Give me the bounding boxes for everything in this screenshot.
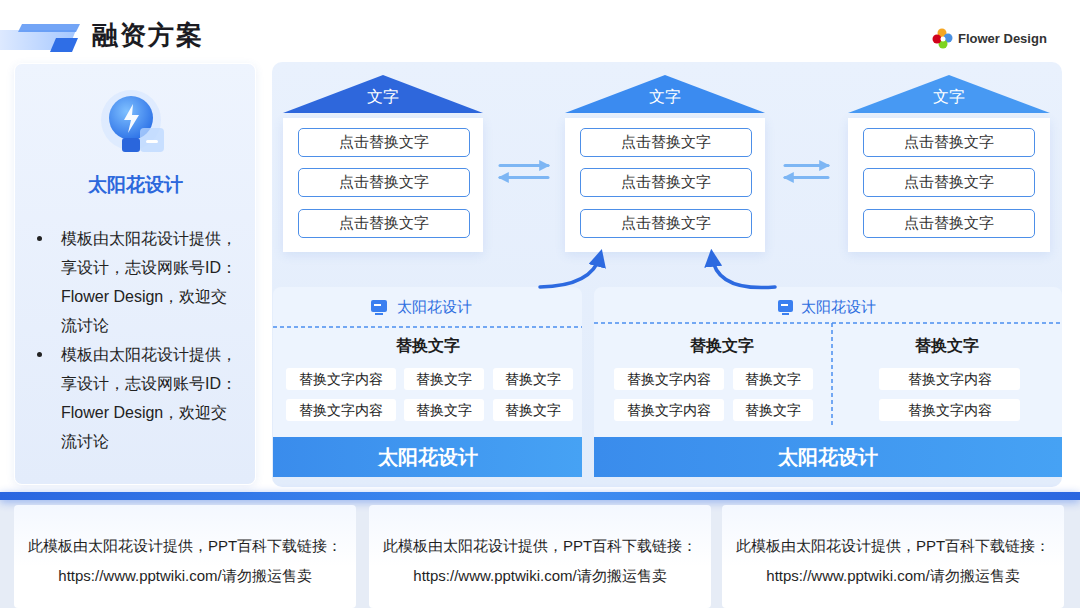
box-text: 替换文字 (733, 399, 813, 421)
house-box: 文字点击替换文字点击替换文字点击替换文字 (848, 75, 1050, 252)
box-text: 点击替换文字 (864, 169, 1034, 195)
option-box: 点击替换文字 (580, 168, 752, 197)
module-block: 太阳花设计替换文字替换文字替换文字内容替换文字替换文字内容替换文字内容替换文字替… (594, 287, 1062, 477)
box-text: 替换文字内容 (614, 399, 724, 421)
option-box: 点击替换文字 (863, 209, 1035, 238)
roof-label: 文字 (565, 87, 765, 108)
item-cell: 替换文字内容 (614, 368, 724, 390)
note-card: 此模板由太阳花设计提供，PPT百科下载链接： https://www.pptwi… (369, 505, 711, 608)
box-text: 替换文字 (493, 399, 573, 421)
item-cell: 替换文字 (493, 368, 573, 390)
connector (500, 166, 548, 178)
roof-triangle (565, 75, 765, 113)
item-cell: 替换文字 (493, 399, 573, 421)
roof-label: 文字 (283, 87, 483, 108)
footer-bar (0, 492, 1080, 500)
block-heading: 替换文字 (273, 336, 582, 357)
box-text: 点击替换文字 (581, 129, 751, 155)
box-text: 替换文字 (493, 368, 573, 390)
block-heading: 替换文字 (832, 336, 1062, 357)
curved-arrow (712, 256, 775, 288)
option-box: 点击替换文字 (863, 168, 1035, 197)
option-box: 点击替换文字 (863, 128, 1035, 157)
footer-note: 此模板由太阳花设计提供，PPT百科下载链接： https://www.pptwi… (375, 531, 705, 591)
arrow-line (785, 164, 828, 167)
roof-triangle (283, 75, 483, 113)
item-cell: 替换文字内容 (286, 399, 396, 421)
curved-arrow (540, 256, 600, 287)
item-cell: 替换文字 (733, 399, 813, 421)
note-card: 此模板由太阳花设计提供，PPT百科下载链接： https://www.pptwi… (722, 505, 1064, 608)
bullet-text: 模板由太阳花设计提供，享设计，志设网账号ID：Flower Design，欢迎交… (61, 340, 240, 456)
footer-note: 此模板由太阳花设计提供，PPT百科下载链接： https://www.pptwi… (20, 531, 350, 591)
box-text: 替换文字 (733, 368, 813, 390)
info-panel: 太阳花设计模板由太阳花设计提供，享设计，志设网账号ID：Flower Desig… (14, 63, 256, 485)
arrow-line (500, 164, 548, 167)
box-text: 替换文字内容 (879, 368, 1020, 390)
box-text: 点击替换文字 (581, 169, 751, 195)
connector (785, 166, 828, 178)
house-box: 文字点击替换文字点击替换文字点击替换文字 (565, 75, 765, 252)
panel-heading: 太阳花设计 (15, 172, 255, 198)
box-text: 替换文字 (404, 399, 484, 421)
bullet-dot (37, 352, 42, 357)
note-card: 此模板由太阳花设计提供，PPT百科下载链接： https://www.pptwi… (14, 505, 356, 608)
bullet-text: 模板由太阳花设计提供，享设计，志设网账号ID：Flower Design，欢迎交… (61, 224, 240, 340)
arrow-line (500, 176, 548, 179)
option-box: 点击替换文字 (580, 128, 752, 157)
logo-text: Flower Design (958, 31, 1047, 46)
box-text: 点击替换文字 (864, 210, 1034, 236)
item-cell: 替换文字内容 (879, 368, 1020, 390)
item-cell: 替换文字 (404, 368, 484, 390)
box-text: 点击替换文字 (299, 169, 469, 195)
roof-label: 文字 (848, 87, 1050, 108)
footer-note: 此模板由太阳花设计提供，PPT百科下载链接： https://www.pptwi… (728, 531, 1058, 591)
item-cell: 替换文字内容 (614, 399, 724, 421)
base-band: 太阳花设计 (273, 437, 582, 477)
bullet-list: 模板由太阳花设计提供，享设计，志设网账号ID：Flower Design，欢迎交… (61, 224, 240, 456)
slide-title: 融资方案 (92, 18, 204, 53)
box-text: 替换文字内容 (614, 368, 724, 390)
connector (540, 256, 600, 287)
logo-flower (933, 29, 953, 49)
item-cell: 替换文字 (404, 399, 484, 421)
title-decor (18, 24, 80, 32)
item-cell: 替换文字 (733, 368, 813, 390)
base-band: 太阳花设计 (594, 437, 1062, 477)
item-cell: 替换文字内容 (286, 368, 396, 390)
box-text: 点击替换文字 (581, 210, 751, 236)
box-text: 点击替换文字 (299, 210, 469, 236)
block-header: 太阳花设计 (801, 298, 876, 317)
connector (712, 256, 775, 288)
box-text: 替换文字内容 (286, 399, 396, 421)
arrow-line (785, 176, 828, 179)
option-box: 点击替换文字 (298, 128, 470, 157)
module-block: 太阳花设计替换文字替换文字内容替换文字替换文字替换文字内容替换文字替换文字太阳花… (273, 287, 582, 477)
bullet-dot (37, 236, 42, 241)
option-box: 点击替换文字 (298, 168, 470, 197)
box-text: 太阳花设计 (273, 437, 582, 477)
box-text: 替换文字 (404, 368, 484, 390)
box-text: 替换文字内容 (879, 399, 1020, 421)
item-cell: 替换文字内容 (879, 399, 1020, 421)
box-text: 点击替换文字 (299, 129, 469, 155)
option-box: 点击替换文字 (580, 209, 752, 238)
box-text: 点击替换文字 (864, 129, 1034, 155)
box-text: 替换文字内容 (286, 368, 396, 390)
title-decor (0, 30, 76, 50)
house-box: 文字点击替换文字点击替换文字点击替换文字 (283, 75, 483, 252)
box-text: 太阳花设计 (594, 437, 1062, 477)
block-heading: 替换文字 (594, 336, 850, 357)
block-header: 太阳花设计 (397, 298, 472, 317)
roof-triangle (848, 75, 1050, 113)
title-decor (50, 38, 78, 52)
option-box: 点击替换文字 (298, 209, 470, 238)
